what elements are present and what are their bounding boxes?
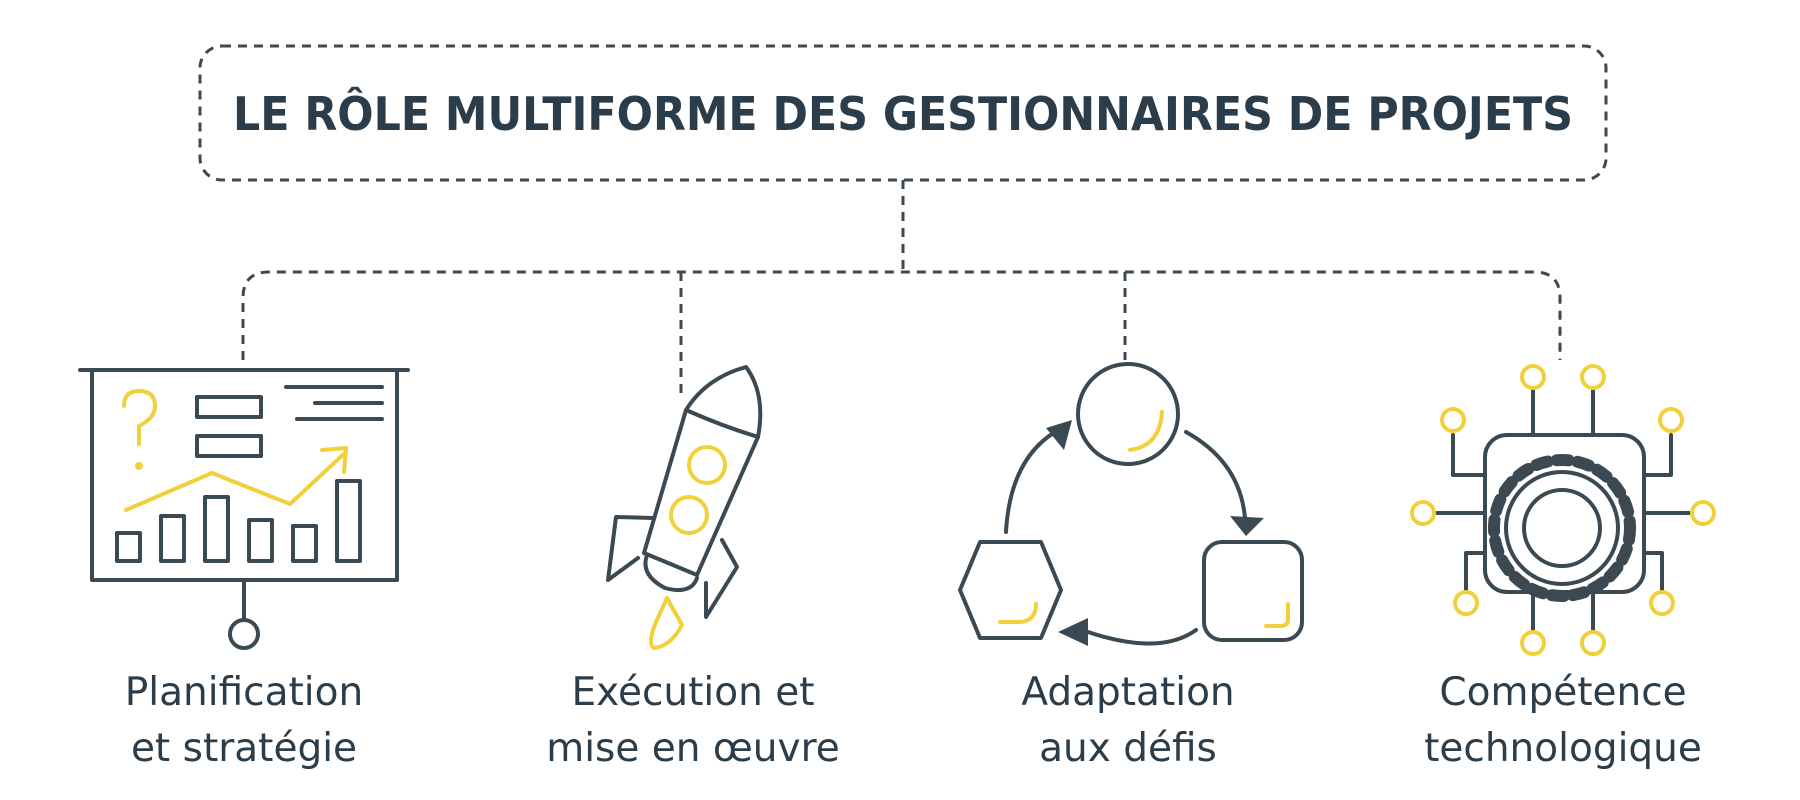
label-line-2: aux défis (1039, 726, 1217, 771)
connector-lines (241, 180, 1562, 398)
page-title: LE RÔLE MULTIFORME DES GESTIONNAIRES DE … (233, 87, 1573, 141)
label-adaptation: Adaptation aux défis (948, 665, 1308, 777)
label-line-2: et stratégie (130, 726, 358, 771)
title-box (198, 44, 1608, 182)
cycle-arrows-icon (958, 362, 1304, 646)
presentation-board-icon (78, 368, 410, 650)
label-line-2: technologique (1424, 726, 1702, 771)
label-line-1: Compétence (1439, 670, 1687, 715)
rocket-icon (606, 365, 763, 650)
label-line-1: Exécution et (571, 670, 815, 715)
gear-circuit-icon (1410, 364, 1716, 656)
label-line-1: Adaptation (1021, 670, 1235, 715)
label-planification: Planification et stratégie (64, 665, 424, 777)
label-competence: Compétence technologique (1383, 665, 1743, 777)
label-execution: Exécution et mise en œuvre (513, 665, 873, 777)
label-line-2: mise en œuvre (546, 726, 840, 771)
label-line-1: Planification (124, 670, 364, 715)
